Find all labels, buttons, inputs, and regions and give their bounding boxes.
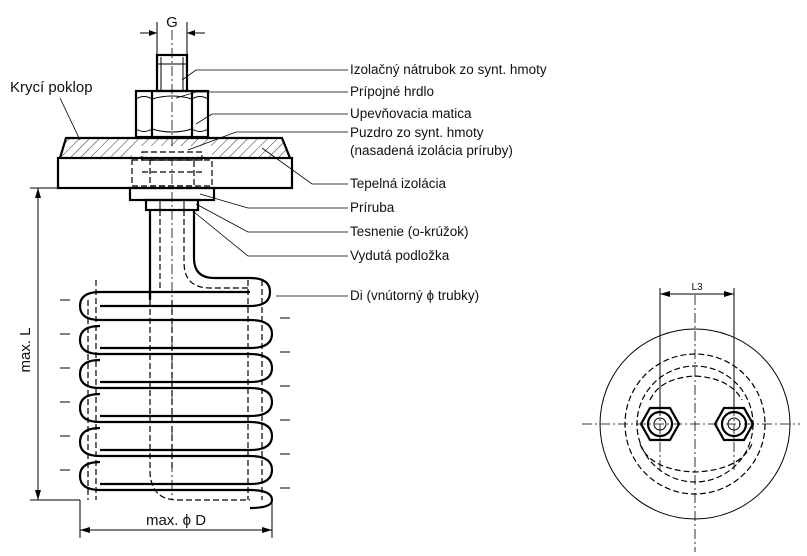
callout-mounting-nut: Upevňovacia matica [350,106,472,121]
side-view: G [10,14,348,538]
diameter-dimension: max. ϕ D [79,500,273,538]
length-label: max. L [17,327,34,372]
leader-lines [175,69,348,297]
callout-connection-neck: Prípojné hrdlo [350,84,434,99]
mounting-nut [134,89,210,139]
right-nut-outline [713,406,755,442]
thread-dimension: G [140,14,205,55]
callout-thermal-insulation: Tepelná izolácia [350,176,447,191]
callout-plastic-housing-note: (nasadená izolácia príruby) [350,143,513,158]
length-dimension: max. L [17,187,80,501]
cover-label: Krycí poklop [10,79,93,96]
callout-cup-washer: Vydutá podložka [350,248,450,263]
callout-inner-diameter: Di (vnútorný ϕ trubky) [350,288,479,303]
callout-flange: Príruba [350,200,395,215]
top-view: L3 [582,282,800,552]
cover-cap [56,136,294,190]
coil [60,276,290,510]
bolt-spacing-label: L3 [691,282,703,293]
bolt-spacing-dimension: L3 [659,282,735,408]
thread-label: G [166,14,178,31]
callout-plastic-housing: Puzdro zo synt. hmoty [350,125,484,140]
tube [148,210,250,501]
callout-list: Izolačný nátrubok zo synt. hmoty Prípojn… [350,62,547,303]
callout-insulating-sleeve: Izolačný nátrubok zo synt. hmoty [350,62,547,77]
left-nut-outline [639,406,681,442]
diameter-label: max. ϕ D [146,512,206,529]
callout-o-ring: Tesnenie (o-krúžok) [350,224,469,239]
